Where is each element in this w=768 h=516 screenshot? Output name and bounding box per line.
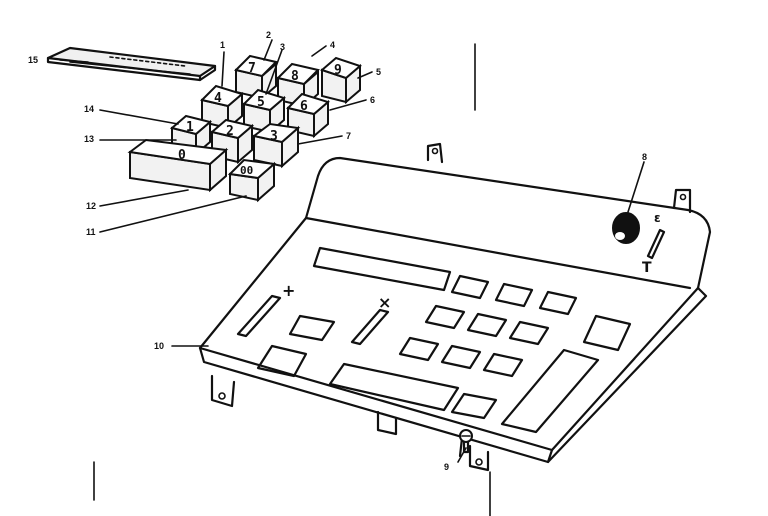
callout-2: 2	[266, 30, 271, 40]
key-label-00: 00	[240, 164, 253, 177]
times-symbol: ×	[378, 293, 391, 312]
callout-8: 8	[642, 152, 647, 162]
key-0: 0	[127, 138, 229, 193]
callout-15: 15	[28, 55, 38, 65]
callout-3: 3	[280, 42, 285, 52]
callout-6: 6	[370, 95, 375, 105]
key-label-9: 9	[334, 63, 342, 78]
key-label-3: 3	[270, 129, 278, 144]
callout-13: 13	[84, 134, 94, 144]
callout-4: 4	[330, 40, 335, 50]
callout-11: 11	[86, 227, 96, 237]
key-label-0: 0	[178, 148, 186, 163]
key-6: 6	[286, 92, 331, 139]
key-label-2: 2	[226, 124, 234, 139]
key-1: 1	[169, 114, 213, 157]
callout-14: 14	[84, 104, 94, 114]
callout-10: 10	[154, 341, 164, 351]
leader-lines	[59, 39, 645, 463]
key-00: 00	[227, 158, 277, 203]
key-label-5: 5	[257, 95, 265, 110]
key-label-7: 7	[248, 61, 256, 76]
callout-5: 5	[376, 67, 381, 77]
part-15-display-strip	[46, 46, 217, 82]
key-label-8: 8	[291, 69, 299, 84]
plus-symbol: +	[282, 281, 295, 300]
callout-numbers: 15 1 2 3 4 5 6 7 8 14 13 12 11 10 9	[28, 30, 647, 472]
callout-9: 9	[444, 462, 449, 472]
key-label-4: 4	[214, 91, 222, 106]
callout-12: 12	[86, 201, 96, 211]
switch-mark-bottom: T	[642, 260, 652, 276]
key-3: 3	[251, 122, 301, 169]
part-10-panel: + × ɛ T	[198, 142, 712, 472]
part-9-screw	[459, 429, 473, 454]
callout-1: 1	[220, 40, 225, 50]
key-label-6: 6	[300, 99, 308, 114]
key-9: 9	[320, 56, 362, 105]
callout-7: 7	[346, 131, 351, 141]
key-label-1: 1	[186, 120, 194, 135]
key-4: 4	[200, 84, 245, 131]
key-7: 7	[234, 54, 278, 101]
switch-mark-top: ɛ	[654, 211, 661, 225]
part-8-knob	[612, 212, 640, 244]
